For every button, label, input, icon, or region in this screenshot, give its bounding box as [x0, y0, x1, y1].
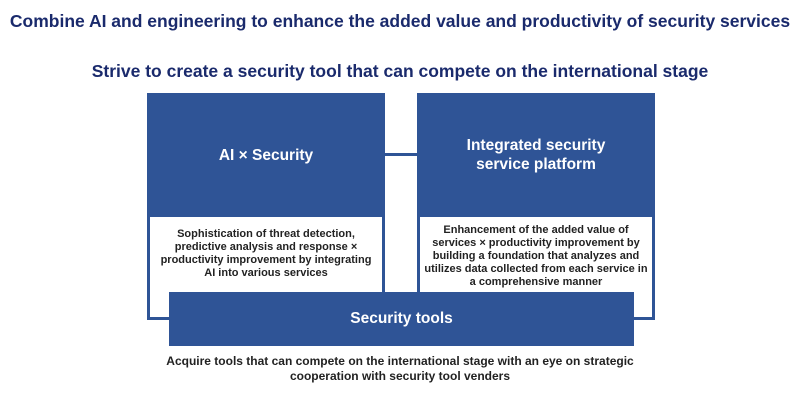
security-tools-description: Acquire tools that can compete on the in… [166, 354, 634, 383]
ai-security-title: AI × Security [218, 146, 314, 164]
platform-title: Integrated security service platform [466, 137, 606, 173]
security-tools-box: Security tools [169, 292, 634, 346]
ai-security-description: Sophistication of threat detection, pred… [160, 228, 372, 279]
platform-box: Integrated security service platform [417, 93, 655, 217]
ai-security-box: AI × Security [147, 93, 385, 217]
blocks-connector [383, 153, 419, 156]
headline-secondary: Strive to create a security tool that ca… [91, 61, 709, 81]
headline-primary: Combine AI and engineering to enhance th… [9, 11, 791, 31]
platform-description: Enhancement of the added value of servic… [424, 224, 648, 288]
security-tools-title: Security tools [350, 310, 453, 327]
